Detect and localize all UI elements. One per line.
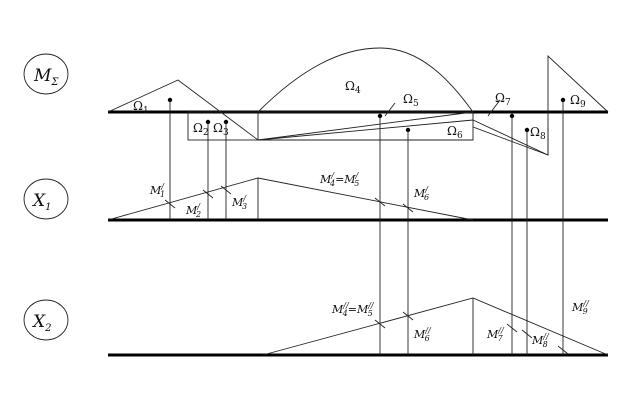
area-label-6: Ω6 xyxy=(447,124,463,141)
area-label-8: Ω8 xyxy=(530,125,546,142)
x1-moment-4-5: M/4=M/5 xyxy=(319,171,360,188)
x2-moment-4-5: M//4=M//5 xyxy=(331,301,375,318)
x2-moment-9: M//9 xyxy=(571,299,590,316)
row-label-m-sigma: MΣ xyxy=(23,53,69,95)
x2-moment-6: M//6 xyxy=(413,326,432,343)
area-label-9: Ω9 xyxy=(570,93,586,110)
area-label-1: Ω1 xyxy=(133,99,149,116)
x2-moment-8: M//8 xyxy=(531,332,550,349)
area-label-2: Ω2 xyxy=(193,121,209,138)
x1-moment-1: M/1 xyxy=(149,182,165,199)
m-sigma-shapes xyxy=(107,47,609,156)
area-label-5: Ω5 xyxy=(403,92,419,109)
svg-text:X2: X2 xyxy=(31,312,51,334)
area-label-7: Ω7 xyxy=(495,91,511,108)
svg-text:X1: X1 xyxy=(31,191,51,213)
x2-moment-7: M//7 xyxy=(486,326,505,343)
svg-text:MΣ: MΣ xyxy=(33,66,59,88)
row-label-x1: X1 xyxy=(23,178,69,220)
row-label-x2: X2 xyxy=(23,299,69,341)
x1-moment-3: M/3 xyxy=(231,194,247,211)
x2-shape xyxy=(262,297,609,356)
x1-moment-2: M/2 xyxy=(185,202,201,219)
projection-lines-x1 xyxy=(169,100,564,355)
x1-shape xyxy=(107,177,474,221)
area-label-4: Ω4 xyxy=(345,79,361,96)
x1-moment-6: M/6 xyxy=(413,185,429,202)
